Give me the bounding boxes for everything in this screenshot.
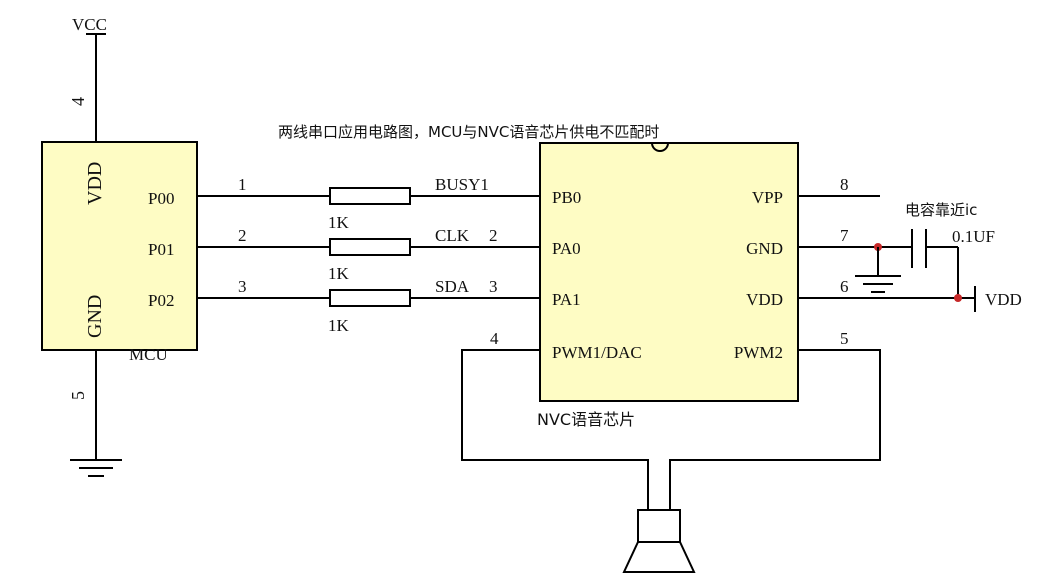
capacitor-note: 电容靠近ic <box>905 201 977 219</box>
mcu-pin-p01: P01 <box>148 240 174 259</box>
signal-sda: SDA <box>435 277 470 296</box>
resistor-2 <box>329 238 411 256</box>
chip-pin-vpp: VPP <box>752 188 783 207</box>
gnd-pin-number: 7 <box>840 226 849 245</box>
resistor-1-value: 1K <box>328 213 350 232</box>
capacitor-value: 0.1UF <box>952 227 995 246</box>
wire-clk <box>197 238 540 256</box>
mcu-gnd-pin-number: 5 <box>68 391 88 400</box>
diagram-title: 两线串口应用电路图，MCU与NVC语音芯片供电不匹配时 <box>278 123 659 141</box>
mcu-pin-p02: P02 <box>148 291 174 310</box>
chip-pin-vdd: VDD <box>746 290 783 309</box>
signal-clk: CLK <box>435 226 470 245</box>
vcc-label: VCC <box>72 15 107 34</box>
wire-1-pin-number: 1 <box>238 175 247 194</box>
pwm1-pin-number: 4 <box>490 329 499 348</box>
resistor-3-value: 1K <box>328 316 350 335</box>
mcu-name: MCU <box>129 345 168 364</box>
chip-pin-pwm2: PWM2 <box>734 343 783 362</box>
vdd-rail-label: VDD <box>985 290 1022 309</box>
resistor-2-value: 1K <box>328 264 350 283</box>
chip-pin-pa0: PA0 <box>552 239 581 258</box>
signal-busy: BUSY1 <box>435 175 489 194</box>
vdd-junction <box>954 294 962 302</box>
speaker-icon <box>622 509 696 573</box>
mcu-vdd-label: VDD <box>84 162 106 205</box>
speaker-wires <box>461 349 881 510</box>
chip-pin-pwm1: PWM1/DAC <box>552 343 642 362</box>
wire-3-pin-number: 3 <box>238 277 247 296</box>
mcu-pin-p00: P00 <box>148 189 174 208</box>
chip-pin-2-number: 2 <box>489 226 498 245</box>
vdd-pin-number: 6 <box>840 277 849 296</box>
wire-sda <box>197 289 540 307</box>
chip-pin-gnd: GND <box>746 239 783 258</box>
chip-pin-3-number: 3 <box>489 277 498 296</box>
chip-pin-pb0: PB0 <box>552 188 581 207</box>
wire-busy <box>197 187 540 205</box>
pwm2-pin-number: 5 <box>840 329 849 348</box>
nvc-chip-block <box>539 142 799 402</box>
chip-notch <box>651 142 669 152</box>
wire-2-pin-number: 2 <box>238 226 247 245</box>
resistor-3 <box>329 289 411 307</box>
chip-pin-pa1: PA1 <box>552 290 581 309</box>
mcu-ground-symbol <box>70 459 122 477</box>
vpp-pin-number: 8 <box>840 175 849 194</box>
vcc-pin-number: 4 <box>68 97 88 106</box>
mcu-gnd-label: GND <box>84 295 106 338</box>
mcu-block <box>41 141 198 351</box>
chip-ground-symbol <box>855 275 901 293</box>
resistor-1 <box>329 187 411 205</box>
capacitor-symbol <box>911 229 959 298</box>
chip-name: NVC语音芯片 <box>537 410 635 429</box>
